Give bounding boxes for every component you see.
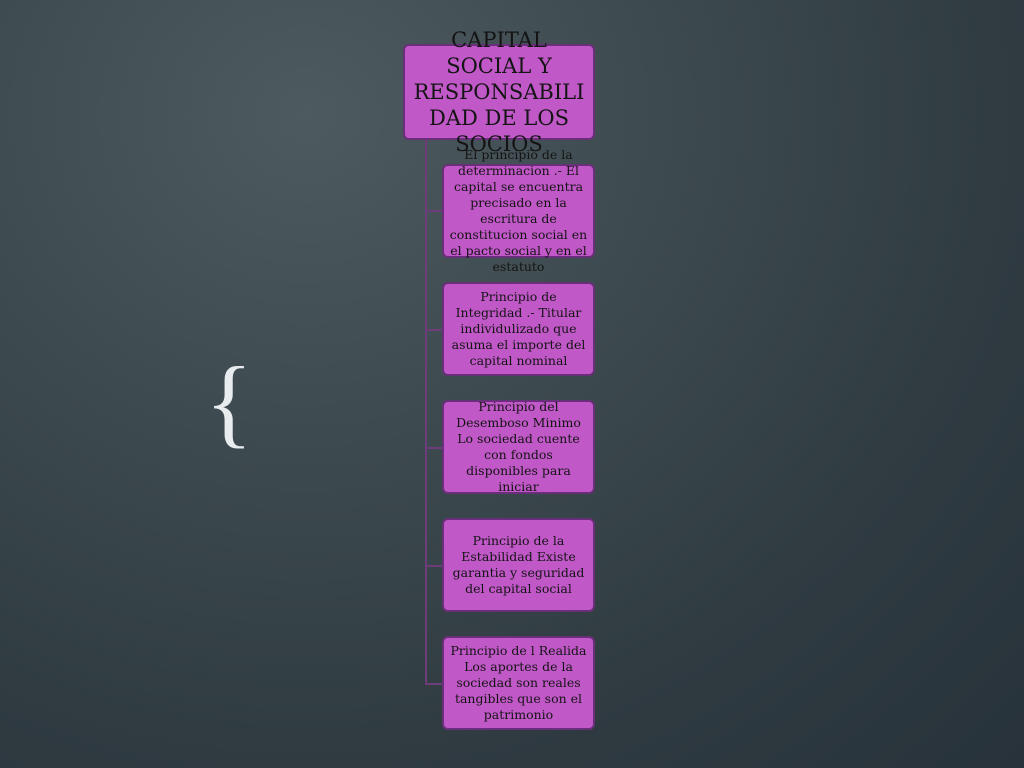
branch-connector [425,329,442,331]
child-node-integridad: Principio de Integridad .- Titular indiv… [442,282,595,376]
branch-connector [425,447,442,449]
child-node-desemboso: Principio del Desemboso Minimo Lo socied… [442,399,595,494]
branch-connector [425,210,442,212]
branch-connector [425,565,442,567]
child-node-label: Principio de l Realida Los aportes de la… [450,643,587,722]
branch-connector [425,683,442,685]
child-node-estabilidad: Principio de la Estabilidad Existe garan… [442,518,595,612]
trunk-connector [425,140,427,685]
child-node-realidad: Principio de l Realida Los aportes de la… [442,636,595,730]
child-node-determinacion: El principio de la determinacion .- El c… [442,147,595,274]
root-node: CAPITAL SOCIAL Y RESPONSABILI DAD DE LOS… [403,28,595,156]
root-node-label: CAPITAL SOCIAL Y RESPONSABILI DAD DE LOS… [413,28,585,156]
child-node-label: El principio de la determinacion .- El c… [449,147,588,274]
decorative-brace: { [205,346,253,457]
child-node-label: Principio de Integridad .- Titular indiv… [451,289,586,368]
child-node-label: Principio del Desemboso Minimo Lo socied… [456,399,581,494]
child-node-label: Principio de la Estabilidad Existe garan… [452,533,585,596]
